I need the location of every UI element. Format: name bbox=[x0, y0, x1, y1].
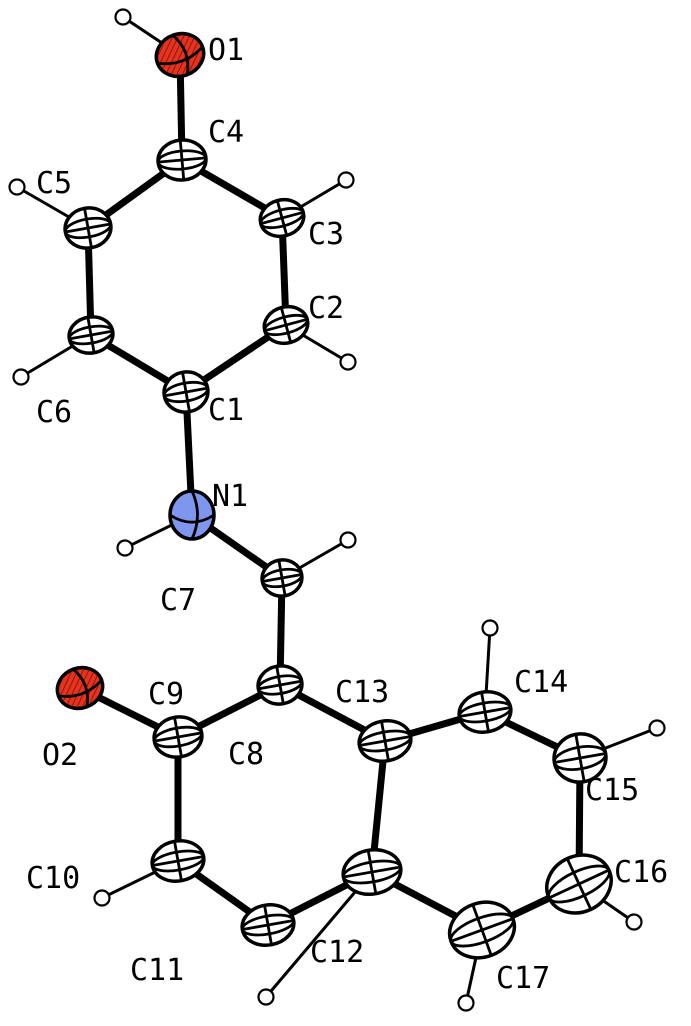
atom-label-c17: C17 bbox=[496, 961, 550, 996]
atom-c15 bbox=[552, 732, 608, 784]
atom-label-c13: C13 bbox=[335, 675, 389, 710]
hydrogen-atom-c14 bbox=[481, 619, 499, 637]
atom-label-c15: C15 bbox=[585, 773, 639, 808]
hydrogen-atom-n1 bbox=[116, 539, 134, 557]
hydrogen-atom-c3 bbox=[337, 171, 355, 189]
atom-c11 bbox=[240, 903, 296, 947]
atom-label-c6: C6 bbox=[36, 395, 72, 430]
atom-n1 bbox=[168, 489, 216, 541]
hydrogen-atom-c10 bbox=[93, 889, 111, 907]
hydrogen-atom-c15 bbox=[648, 719, 666, 737]
atom-c8 bbox=[256, 664, 304, 706]
atom-label-c8: C8 bbox=[228, 737, 264, 772]
atom-label-c16: C16 bbox=[614, 855, 668, 890]
atom-o2 bbox=[55, 665, 105, 711]
atom-label-o2: O2 bbox=[42, 738, 78, 773]
hydrogen-atom-c16 bbox=[625, 913, 643, 931]
atom-c2 bbox=[262, 304, 310, 346]
atom-label-c1: C1 bbox=[208, 393, 244, 428]
hydrogen-atom-c7 bbox=[339, 531, 357, 549]
atom-c5 bbox=[63, 206, 113, 250]
atom-label-c2: C2 bbox=[308, 291, 344, 326]
atom-label-c7: C7 bbox=[160, 583, 196, 618]
hydrogen-atom-c6 bbox=[12, 368, 30, 386]
atom-c7 bbox=[260, 558, 304, 598]
atom-label-c4: C4 bbox=[208, 115, 244, 150]
atom-label-c12: C12 bbox=[310, 935, 364, 970]
atom-o1 bbox=[154, 31, 206, 79]
atom-label-o1: O1 bbox=[208, 33, 244, 68]
atom-label-c5: C5 bbox=[36, 166, 72, 201]
atom-label-c9: C9 bbox=[148, 677, 184, 712]
hydrogen-atom-o1 bbox=[114, 8, 132, 26]
atom-label-c11: C11 bbox=[130, 953, 184, 988]
atom-c1 bbox=[162, 370, 210, 414]
atom-label-c14: C14 bbox=[514, 665, 568, 700]
atom-c4 bbox=[156, 138, 208, 182]
atom-c16 bbox=[545, 853, 613, 915]
h-bond-c12 bbox=[264, 870, 374, 999]
hydrogen-atom-c12 bbox=[257, 988, 275, 1006]
atom-c12 bbox=[341, 848, 403, 896]
atom-c14 bbox=[457, 690, 513, 734]
atom-c9 bbox=[152, 715, 204, 759]
atom-c3 bbox=[258, 197, 306, 239]
atom-label-c3: C3 bbox=[308, 217, 344, 252]
hydrogen-atom-c5 bbox=[8, 178, 26, 196]
atom-label-n1: N1 bbox=[212, 479, 248, 514]
atom-c17 bbox=[447, 900, 517, 960]
hydrogen-atom-c2 bbox=[339, 353, 357, 371]
atom-c10 bbox=[150, 839, 206, 883]
atom-c13 bbox=[357, 719, 413, 763]
atom-label-c10: C10 bbox=[26, 861, 80, 896]
hydrogen-atom-c17 bbox=[457, 994, 475, 1012]
atom-c6 bbox=[67, 315, 115, 355]
